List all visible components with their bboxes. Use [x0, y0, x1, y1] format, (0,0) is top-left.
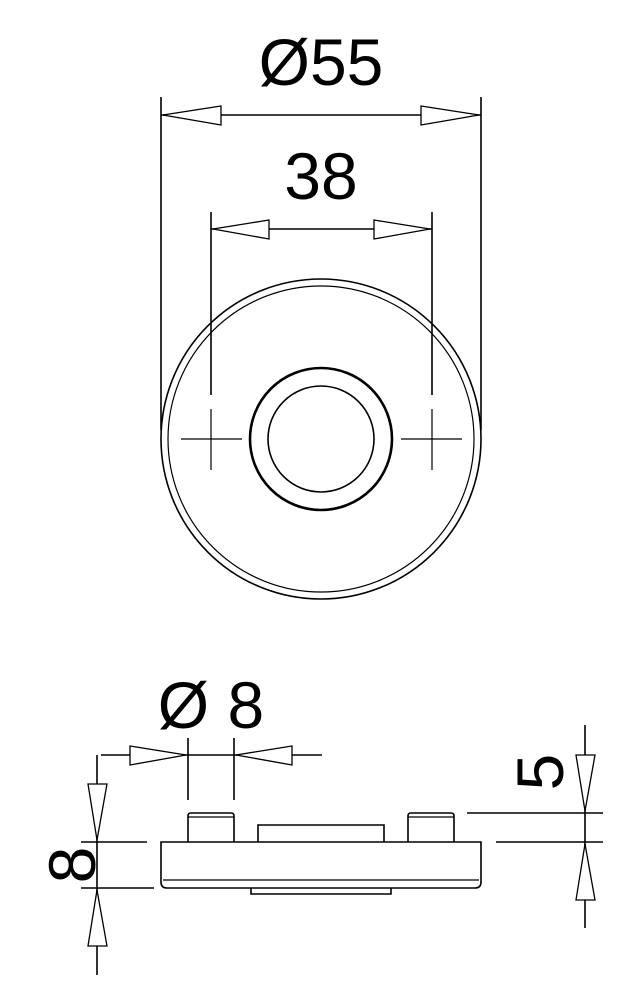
arrow-up-icon: [87, 889, 108, 947]
total-height-label: 8: [35, 847, 109, 884]
pin-left: [187, 812, 235, 842]
side-view: Ø 8 8 5: [35, 668, 603, 975]
arrow-right-icon: [420, 105, 480, 126]
base-plate: [160, 841, 482, 889]
arrow-right-icon: [129, 745, 187, 766]
hole-spacing-label: 38: [284, 139, 357, 213]
hole-center-mark-right: [401, 409, 462, 470]
outer-diameter-label: Ø55: [259, 25, 384, 99]
pin-diameter-label: Ø 8: [158, 668, 264, 742]
arrow-left-icon: [235, 745, 293, 766]
dimension-total-height: 8: [35, 755, 154, 975]
pin-right: [407, 812, 455, 842]
dimension-pin-diameter: Ø 8: [101, 668, 322, 800]
pin-height-label: 5: [503, 754, 577, 791]
dimension-outer-diameter: Ø55: [160, 25, 482, 430]
hole-center-mark-left: [181, 409, 242, 470]
bottom-flange: [250, 888, 392, 895]
arrow-left-icon: [162, 105, 222, 126]
arrow-down-icon: [87, 783, 108, 841]
top-view: Ø55 38: [160, 25, 482, 600]
dimension-pin-height: 5: [467, 725, 603, 928]
arrow-up-icon: [575, 843, 596, 901]
center-boss: [257, 824, 385, 842]
arrow-left-icon: [212, 219, 270, 240]
bore-circle: [267, 385, 375, 493]
outer-circle: [160, 278, 482, 600]
arrow-down-icon: [575, 754, 596, 812]
arrow-right-icon: [373, 219, 431, 240]
boss-circle: [248, 366, 394, 512]
dimension-hole-spacing: 38: [210, 139, 433, 395]
outer-chamfer-circle: [167, 285, 475, 593]
